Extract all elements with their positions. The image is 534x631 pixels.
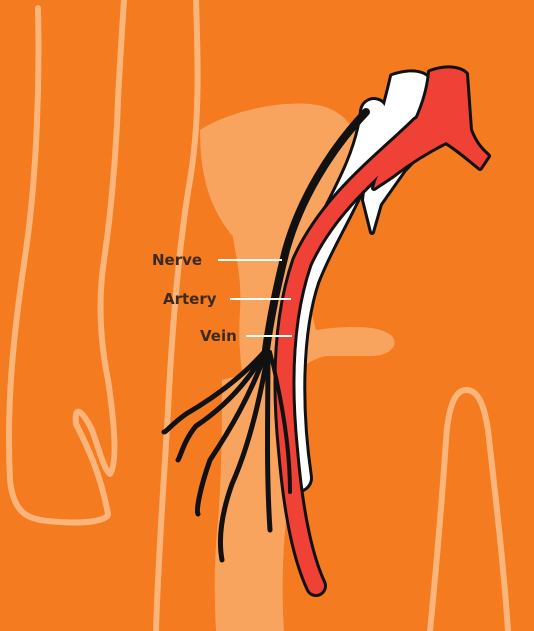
artery-label: Artery (163, 290, 217, 308)
nerve-branch-5 (268, 352, 271, 530)
vein-label: Vein (200, 327, 237, 345)
nerve-label: Nerve (152, 251, 202, 269)
